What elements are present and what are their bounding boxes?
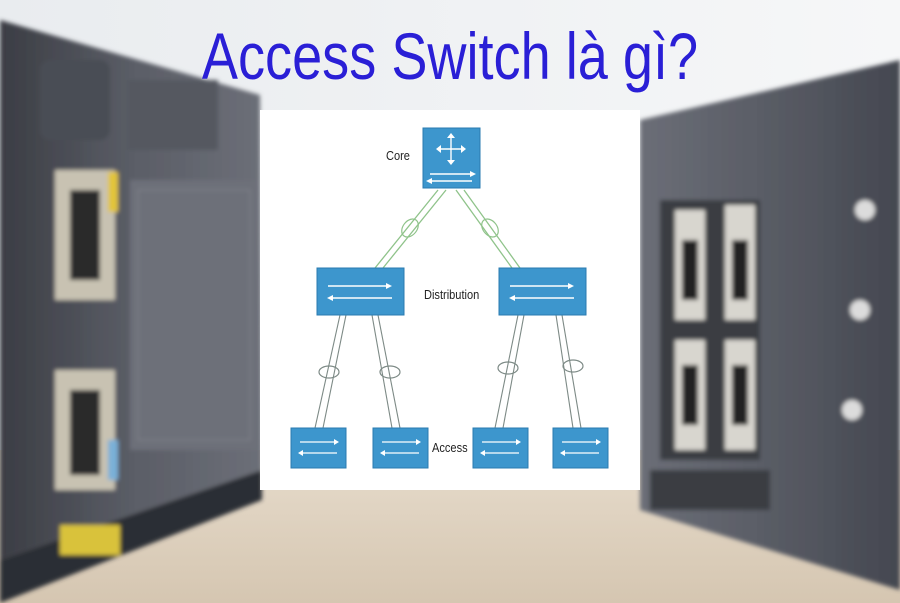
link-dr-a3a	[494, 314, 519, 429]
core-switch-icon	[422, 127, 481, 189]
link-dr-a4a	[555, 314, 574, 429]
page-title: Access Switch là gì?	[201, 19, 699, 93]
etherchannel-a4	[562, 359, 584, 373]
access-switch-4-icon	[552, 427, 609, 469]
etherchannel-a1	[318, 365, 340, 379]
network-diagram: Core Distribution Access	[260, 110, 640, 490]
etherchannel-a3	[497, 361, 519, 375]
access-switch-1-icon	[290, 427, 347, 469]
distribution-switch-left-icon	[316, 267, 405, 316]
link-dr-a3b	[502, 314, 525, 429]
link-dl-a2a	[371, 314, 393, 429]
access-switch-3-icon	[472, 427, 529, 469]
distribution-switch-right-icon	[498, 267, 587, 316]
distribution-label: Distribution	[424, 287, 480, 302]
etherchannel-markers	[318, 218, 584, 379]
etherchannel-core-right	[481, 218, 499, 238]
link-dl-a2b	[377, 314, 401, 429]
link-dl-a1a	[314, 314, 341, 429]
link-core-dist-right	[455, 189, 513, 269]
access-label: Access	[432, 440, 468, 455]
access-switch-2-icon	[372, 427, 429, 469]
link-dl-a1b	[322, 314, 347, 429]
link-core-dist-left-2	[382, 189, 447, 269]
link-core-dist-right-2	[463, 189, 521, 269]
core-label: Core	[386, 148, 410, 163]
link-core-dist-left	[374, 189, 439, 269]
etherchannel-core-left	[401, 218, 419, 238]
etherchannel-a2	[379, 365, 401, 379]
hierarchy-diagram-svg	[290, 127, 609, 469]
links	[374, 189, 521, 269]
access-links	[314, 314, 582, 429]
